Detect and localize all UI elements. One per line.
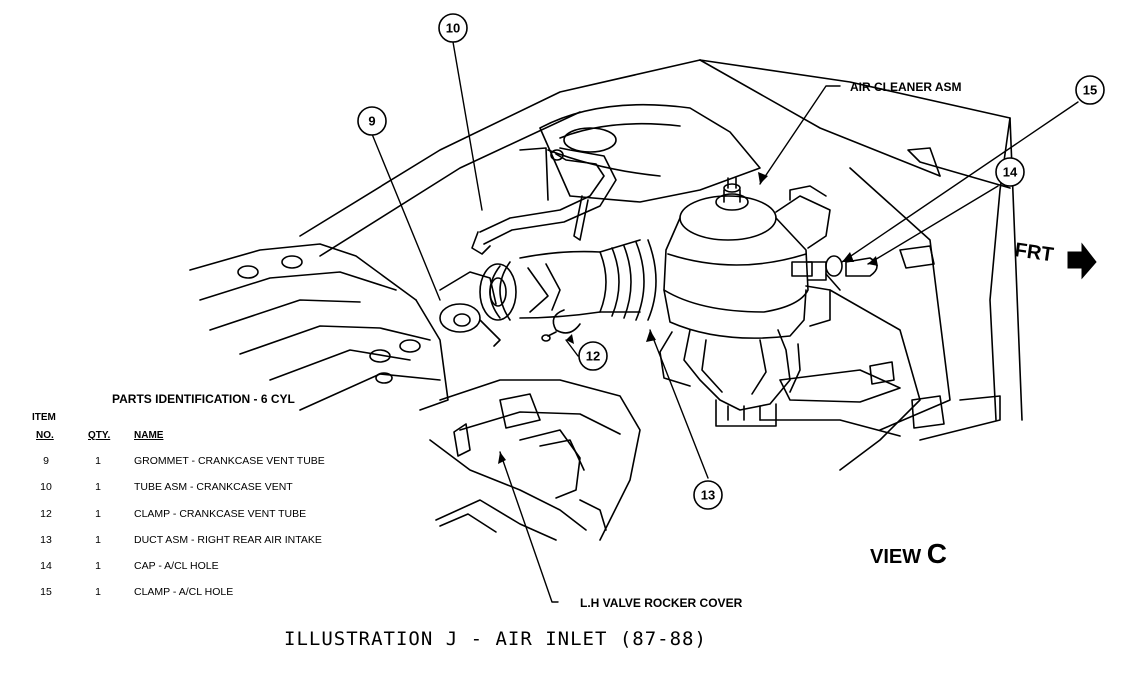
leader-arrowheads <box>498 172 878 464</box>
table-row: 10 1 TUBE ASM - CRANKCASE VENT <box>32 481 392 497</box>
row-name: CAP - A/CL HOLE <box>134 560 219 572</box>
row-name: TUBE ASM - CRANKCASE VENT <box>134 481 293 493</box>
table-row: 14 1 CAP - A/CL HOLE <box>32 560 392 576</box>
callout-10-number: 10 <box>446 21 460 36</box>
air-intake-duct <box>479 239 657 321</box>
table-row: 13 1 DUCT ASM - RIGHT REAR AIR INTAKE <box>32 534 392 550</box>
front-arrow-icon <box>1067 242 1097 280</box>
header-name: NAME <box>134 430 164 441</box>
parts-table-title: PARTS IDENTIFICATION - 6 CYL <box>112 392 295 406</box>
row-no: 13 <box>40 534 52 546</box>
rocker-cover <box>429 379 641 541</box>
row-no: 12 <box>40 508 52 520</box>
view-label: VIEW C <box>870 538 947 570</box>
row-qty: 1 <box>95 455 101 467</box>
view-word: VIEW <box>870 546 922 568</box>
row-no: 10 <box>40 481 52 493</box>
callout-13-number: 13 <box>701 488 715 503</box>
leader-lines <box>371 41 1079 603</box>
row-qty: 1 <box>95 508 101 520</box>
row-no: 9 <box>43 455 49 467</box>
row-name: DUCT ASM - RIGHT REAR AIR INTAKE <box>134 534 322 546</box>
engine-bay-outline <box>299 59 1023 471</box>
callout-15-number: 15 <box>1083 83 1097 98</box>
callout-14: 14 <box>995 157 1025 187</box>
row-name: CLAMP - A/CL HOLE <box>134 586 234 598</box>
row-name: CLAMP - CRANKCASE VENT TUBE <box>134 508 307 520</box>
row-qty: 1 <box>95 586 101 598</box>
callout-9: 9 <box>357 106 387 136</box>
row-qty: 1 <box>95 481 101 493</box>
callout-15: 15 <box>1075 75 1105 105</box>
callout-14-number: 14 <box>1003 165 1018 180</box>
frt-label: FRT <box>1013 239 1055 266</box>
header-item: ITEM <box>32 412 56 423</box>
callout-12: 12 <box>578 341 608 371</box>
cap-and-clamp <box>791 255 878 291</box>
air-cleaner-canister <box>659 177 831 427</box>
row-qty: 1 <box>95 534 101 546</box>
front-arrow: FRT <box>1013 239 1097 280</box>
illustration-caption: ILLUSTRATION J - AIR INLET (87-88) <box>284 628 707 650</box>
table-row: 9 1 GROMMET - CRANKCASE VENT TUBE <box>32 455 392 471</box>
callout-10: 10 <box>438 13 468 43</box>
table-row: 15 1 CLAMP - A/CL HOLE <box>32 586 392 602</box>
callout-9-number: 9 <box>368 114 375 129</box>
air-cleaner-label: AIR CLEANER ASM <box>850 80 962 94</box>
row-name: GROMMET - CRANKCASE VENT TUBE <box>134 455 325 467</box>
header-qty: QTY. <box>88 430 111 441</box>
header-no: NO. <box>36 430 54 441</box>
row-qty: 1 <box>95 560 101 572</box>
callout-13: 13 <box>693 480 723 510</box>
lh-valve-cover-label: L.H VALVE ROCKER COVER <box>580 596 743 610</box>
callout-12-number: 12 <box>586 349 600 364</box>
row-no: 15 <box>40 586 52 598</box>
vent-clamp <box>541 309 581 342</box>
view-letter: C <box>926 538 947 569</box>
air-cleaner-housing <box>519 103 761 203</box>
row-no: 14 <box>40 560 52 572</box>
table-row: 12 1 CLAMP - CRANKCASE VENT TUBE <box>32 508 392 524</box>
intake-manifold <box>189 243 501 411</box>
vent-tube <box>471 147 617 255</box>
